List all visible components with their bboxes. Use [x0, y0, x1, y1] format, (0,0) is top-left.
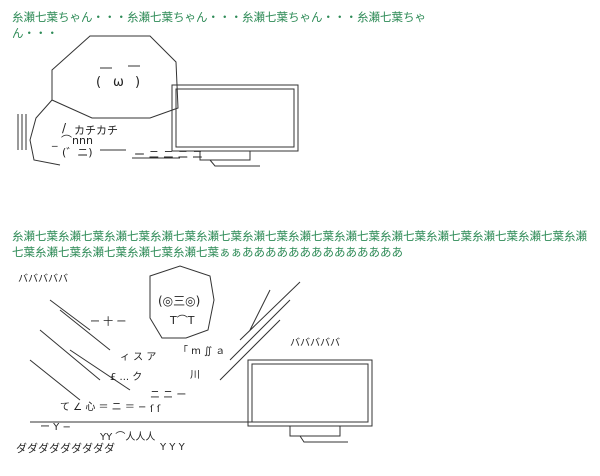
head-outline: [51, 35, 179, 119]
head-outline: [149, 265, 215, 339]
eyes: (◎三◎): [158, 294, 200, 308]
monitor-stand: [199, 151, 260, 167]
svg-text:ſ ſ: ſ ſ: [150, 404, 161, 415]
mouth: ω: [113, 75, 124, 90]
svg-text:£ ... ク: £ ... ク: [110, 371, 142, 383]
caption-middle: 糸瀬七葉糸瀬七葉糸瀬七葉糸瀬七葉糸瀬七葉糸瀬七葉糸瀬七葉糸瀬七葉糸瀬七葉糸瀬七葉…: [12, 229, 587, 259]
sfx-left: バババババ: [18, 273, 68, 285]
sfx-right: バババババ: [290, 337, 340, 349]
monitor-screen: [251, 363, 369, 423]
monitor-screen: [175, 88, 295, 148]
svg-text:て ∠ 心 ＝ ニ ＝ −: て ∠ 心 ＝ ニ ＝ −: [60, 401, 146, 413]
arm-left: ー 十 ー: [90, 315, 126, 328]
sfx-click: カチカチ: [74, 124, 118, 137]
svg-text:Y Y Y: Y Y Y: [159, 442, 186, 453]
svg-text:): ): [135, 75, 140, 90]
body-outline: [29, 99, 61, 166]
svg-text:川: 川: [190, 370, 200, 381]
sfx-bottom: ダダダダダダダダダ: [16, 441, 115, 455]
speed-lines-left: [29, 299, 131, 401]
monitor-stand: [289, 426, 348, 443]
svg-text:YY ⌒人人人: YY ⌒人人人: [99, 431, 155, 443]
svg-text:ニ ニ ー: ニ ニ ー: [150, 390, 186, 401]
svg-text:「 m ∬ ａ: 「 m ∬ ａ: [178, 345, 225, 357]
cheeks: (: [96, 75, 101, 90]
mouth: T⌒T: [169, 314, 195, 327]
fist: (゛ニ): [62, 146, 93, 159]
monitor-frame: [171, 84, 299, 152]
svg-text:ー Y −: ー Y −: [40, 422, 71, 433]
speed-lines-right: [219, 281, 301, 381]
svg-text:ィ ス ア: ィ ス ア: [120, 352, 156, 363]
caption-top: 糸瀬七葉ちゃん・・・糸瀬七葉ちゃん・・・糸瀬七葉ちゃん・・・糸瀬七葉ちゃん・・・: [12, 10, 426, 40]
monitor-frame: [247, 359, 373, 427]
keyboard: _ ⌒nnn: [51, 134, 93, 147]
desk-line: [100, 149, 180, 159]
hand: /: [62, 121, 67, 135]
